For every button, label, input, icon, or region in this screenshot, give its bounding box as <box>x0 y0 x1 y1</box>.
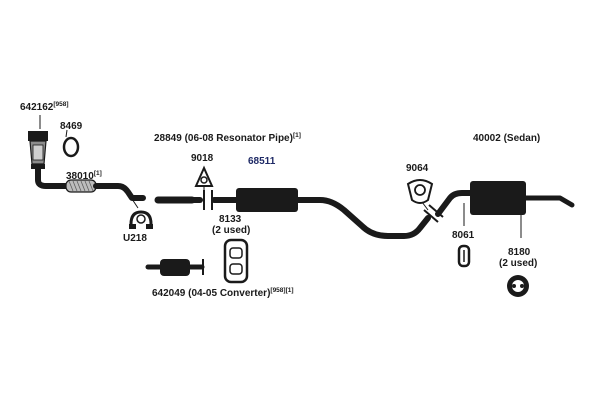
part-label-u218: U218 <box>123 233 147 244</box>
part-label-642049: 642049 (04-05 Converter)[958][1] <box>152 287 294 299</box>
hanger-8133-icon <box>223 238 249 284</box>
oval-gasket-9064-icon <box>406 179 434 204</box>
mid-pipe <box>295 197 431 239</box>
hanger-8061-icon <box>457 244 471 268</box>
part-label-9018: 9018 <box>191 153 214 164</box>
part-note-8180: (2 used) <box>499 258 537 269</box>
part-label-8469: 8469 <box>60 121 83 132</box>
front-pipe <box>93 183 146 201</box>
ring-hanger-8180-icon <box>507 275 529 297</box>
tail-inlet-pipe <box>435 190 475 217</box>
resonator-68511-icon <box>236 188 298 212</box>
part-label-9064: 9064 <box>406 163 429 174</box>
part-label-28849: 28849 (06-08 Resonator Pipe)[1] <box>154 132 301 144</box>
manifold-converter-642162-icon <box>28 131 48 169</box>
part-label-8133: 8133 <box>219 214 242 225</box>
part-label-8061: 8061 <box>452 230 475 241</box>
converter-642049-icon <box>145 259 205 276</box>
down-pipe <box>35 165 69 189</box>
muffler-40002-icon <box>470 181 526 215</box>
gasket-ring-8469-icon <box>62 136 80 158</box>
part-note-8133: (2 used) <box>212 225 250 236</box>
triangle-gasket-9018-icon <box>194 165 214 187</box>
part-label-40002: 40002 (Sedan) <box>473 133 540 144</box>
tail-pipe <box>523 195 575 208</box>
u-clamp-u218-icon <box>129 210 153 229</box>
part-label-38010: 38010[1] <box>66 170 102 182</box>
part-label-8180: 8180 <box>508 247 531 258</box>
exhaust-pipe <box>35 165 575 239</box>
part-label-68511: 68511 <box>248 156 276 167</box>
part-label-642162: 642162[958] <box>20 101 69 113</box>
